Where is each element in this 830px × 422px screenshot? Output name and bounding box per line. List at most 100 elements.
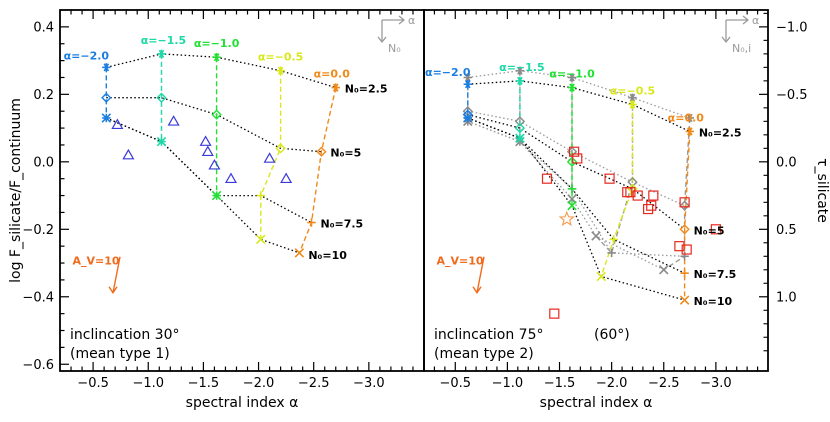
p0-model-alpha-curve-4 [298, 87, 337, 254]
p1-model-node-3-0 [463, 113, 473, 123]
p1-secondary-node-3-2 [567, 194, 577, 204]
p0-observation-point-4 [201, 145, 214, 157]
right-y-axis-label: τ_silicate [814, 158, 830, 223]
p0-model-node-3-1 [156, 136, 167, 147]
p0-model-node-3-4 [294, 248, 305, 258]
p1-model-node-2-3 [609, 235, 618, 244]
p1-observation-point-14 [549, 308, 560, 319]
p0-model-node-2-3 [256, 191, 265, 200]
right-y-tick-label: 1.0 [776, 290, 797, 305]
p1-model-node-3-4 [679, 295, 690, 305]
p0-av-label: A_V=10 [72, 255, 119, 268]
p1-model-node-3-3-b [596, 271, 606, 282]
p1-model-node-0-4 [685, 127, 695, 136]
p0-model-node-3-3-b [255, 234, 266, 245]
p0-model-node-3-2-b [211, 190, 222, 201]
p1-secondary-node-0-4 [685, 113, 695, 123]
p0-alpha-label-2: α=−1.0 [194, 37, 240, 50]
p0-observation-point-7 [263, 152, 276, 163]
p0-av-arrowhead [108, 286, 118, 294]
p0-model-node-0-2 [212, 53, 221, 62]
p1-secondary-node-3-4-b [658, 265, 669, 275]
p1-model-node-1-4 [679, 224, 690, 235]
p0-direction-arrowhead-h [398, 15, 406, 25]
p0-x-tick-label: −2.0 [243, 376, 275, 391]
p0-direction-label-alpha: α [408, 14, 415, 27]
p0-model-node-0-1 [157, 49, 166, 59]
p1-direction-label-alpha: α [752, 14, 759, 27]
left-y-tick-label: −0.2 [22, 223, 54, 238]
p0-model-node-0-4 [331, 83, 340, 92]
p0-model-node-1-2 [211, 109, 222, 120]
p0-model-node-1-3 [275, 143, 286, 154]
p1-alpha-label-4: α=0.0 [668, 111, 705, 124]
p0-n0-label-2: N₀=7.5 [320, 218, 363, 231]
p0-observation-point-0 [111, 118, 124, 130]
p1-model-node-3-1 [515, 133, 525, 143]
p0-model-node-3-0-b [101, 113, 112, 123]
p1-secondary-node-3-3 [591, 231, 601, 241]
p1-n0-label-3: N₀=10 [694, 295, 733, 308]
p1-alpha-label-1: α=−1.5 [499, 61, 544, 74]
p0-observation-point-8 [280, 172, 293, 184]
p1-model-node-2-2 [567, 184, 577, 194]
p0-x-tick-label: −1.5 [188, 376, 220, 391]
right-y-tick-label: 0.5 [776, 223, 797, 238]
p1-alpha-label-0: α=−2.0 [425, 66, 471, 79]
p0-model-node-3-4-b [294, 248, 305, 258]
p0-model-node-0-3 [276, 66, 285, 75]
p1-x-tick-label: −1.0 [492, 376, 524, 391]
p0-model-node-3-1-b [156, 136, 167, 147]
text-layer: −0.5 −1.0 −1.5 −2.0 −2.5 −3.0 α=−2.0 α=−1.5 α=−1… [8, 14, 830, 411]
p0-direction-arrowhead-v [377, 36, 387, 44]
p1-observation-point-2 [572, 153, 583, 164]
left-y-axis-label: log F_silicate/F_continuum [8, 98, 24, 283]
left-y-tick-label: 0.0 [33, 155, 54, 170]
p0-model-node-3-3 [255, 234, 266, 245]
p1-observation-point-7 [648, 190, 659, 201]
right-y-tick-label: −1.0 [776, 20, 808, 35]
p0-observation-point-1 [122, 148, 135, 160]
p1-model-node-3-1-b [515, 133, 525, 143]
p1-model-node-0-3 [628, 100, 637, 109]
p0-alpha-label-4: α=0.0 [314, 68, 351, 81]
p1-observation-point-1 [569, 146, 580, 157]
p0-model-node-1-0 [101, 92, 112, 103]
p1-x-tick-label: −2.0 [596, 376, 628, 391]
p0-x-tick-label: −2.5 [298, 376, 330, 391]
p1-model-node-2-4 [680, 268, 689, 278]
p1-observation-point-11 [674, 241, 685, 252]
p1-observation-point-5 [625, 187, 636, 198]
p1-special-star-point [558, 210, 576, 227]
p0-x-tick-label: −3.0 [353, 376, 385, 391]
p1-model-node-3-2-b [567, 200, 577, 211]
p1-n0-label-1: N₀=5 [694, 224, 725, 237]
p0-model-node-2-4 [307, 218, 316, 227]
p1-panel-subtitle: (mean type 2) [434, 346, 534, 362]
p0-x-axis-label: spectral index α [186, 395, 299, 411]
p1-av-arrow [476, 256, 485, 293]
p0-panel-title: inclincation 30° [70, 327, 179, 343]
p1-secondary-node-3-4 [658, 265, 669, 275]
p1-alpha-label-3: α=−0.5 [610, 84, 655, 97]
p0-observation-point-3 [199, 135, 212, 146]
p1-x-axis-label: spectral index α [540, 395, 653, 411]
p1-observation-point-6 [632, 190, 643, 201]
p0-alpha-label-3: α=−0.5 [258, 51, 303, 64]
p0-av-arrow [112, 256, 121, 293]
p1-x-tick-label: −0.5 [439, 376, 471, 391]
p1-secondary-node-0-1 [515, 66, 525, 75]
right-y-tick-label: 0.0 [776, 155, 797, 170]
p1-observation-point-12 [710, 224, 721, 235]
p1-observation-point-10 [679, 197, 690, 208]
p0-model-node-1-4 [316, 146, 327, 157]
p1-av-arrowhead [472, 286, 482, 294]
p1-n0-label-2: N₀=7.5 [694, 268, 737, 281]
right-y-tick-label: −0.5 [776, 88, 808, 103]
p1-secondary-node-1-3 [627, 176, 638, 188]
left-y-tick-label: 0.2 [33, 88, 54, 103]
p1-observation-point-13 [681, 244, 692, 255]
p0-n0-label-3: N₀=10 [308, 249, 347, 262]
p1-model-node-1-2 [566, 156, 578, 168]
p0-alpha-label-0: α=−2.0 [64, 49, 110, 62]
